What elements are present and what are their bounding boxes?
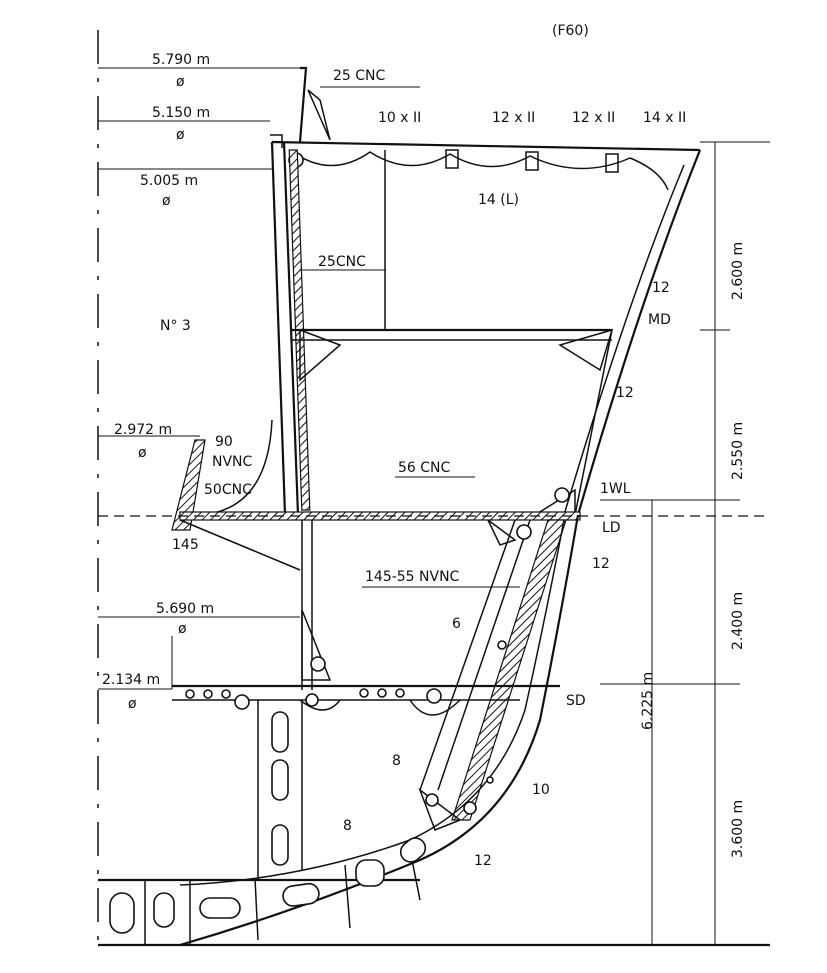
- height-label: 2.550 m: [730, 422, 746, 480]
- scantling-frame-8a: 8: [392, 753, 401, 769]
- height-dimensions: 2.600 m 2.550 m 2.400 m 3.600 m 6.225 m: [600, 141, 770, 945]
- scantling-beam: 14 (L): [478, 192, 519, 208]
- diameter-symbol: ø: [178, 621, 187, 637]
- diameter-dimensions: 5.790 m ø 5.150 m ø 5.005 m ø 2.972 m ø …: [98, 52, 302, 712]
- diameter-label: 2.972 m: [114, 422, 172, 438]
- scantling-deck-50: 50CNC: [204, 482, 252, 498]
- scantling-labels: 25 CNC 10 x II 12 x II 12 x II 14 x II 1…: [172, 68, 686, 869]
- scantling-deck-12b: 12 x II: [572, 110, 615, 126]
- height-label: 6.225 m: [640, 672, 656, 730]
- scantling-side-mid: 12: [616, 385, 634, 401]
- height-label: 2.400 m: [730, 592, 746, 650]
- deck-label-sd: SD: [566, 693, 586, 709]
- scantling-frame-8b: 8: [343, 818, 352, 834]
- diameter-symbol: ø: [162, 193, 171, 209]
- scantling-frame-10: 10: [532, 782, 550, 798]
- deck-label-md: MD: [648, 312, 671, 328]
- scantling-armor-nvnc: NVNC: [212, 454, 253, 470]
- hull-structure: [98, 66, 770, 947]
- scantling-armor-145: 145: [172, 537, 199, 553]
- scantling-side-upper: 12: [652, 280, 670, 296]
- scantling-armor-90: 90: [215, 434, 233, 450]
- diameter-symbol: ø: [176, 127, 185, 143]
- diameter-label: 5.790 m: [152, 52, 210, 68]
- height-label: 3.600 m: [730, 800, 746, 858]
- scantling-deck-56: 56 CNC: [398, 460, 451, 476]
- diameter-symbol: ø: [138, 445, 147, 461]
- diameter-symbol: ø: [176, 74, 185, 90]
- scantling-belt: 145-55 NVNC: [365, 569, 460, 585]
- figure-id: (F60): [552, 23, 589, 39]
- diameter-label: 5.150 m: [152, 105, 210, 121]
- deck-label-wl: 1WL: [600, 481, 631, 497]
- scantling-side-lower: 12: [592, 556, 610, 572]
- scantling-deck-14: 14 x II: [643, 110, 686, 126]
- diameter-label: 5.005 m: [140, 173, 198, 189]
- scantling-frame-6: 6: [452, 616, 461, 632]
- scantling-deck-12a: 12 x II: [492, 110, 535, 126]
- scantling-deck-10: 10 x II: [378, 110, 421, 126]
- diameter-label: 5.690 m: [156, 601, 214, 617]
- scantling-bulwark: 25 CNC: [333, 68, 386, 84]
- diameter-symbol: ø: [128, 696, 137, 712]
- height-label: 2.600 m: [730, 242, 746, 300]
- diameter-label: 2.134 m: [102, 672, 160, 688]
- deck-label-ld: LD: [602, 520, 621, 536]
- scantling-bottom-12: 12: [474, 853, 492, 869]
- scantling-inner-bulkhead: 25CNC: [318, 254, 366, 270]
- compartment-label: N° 3: [160, 318, 191, 334]
